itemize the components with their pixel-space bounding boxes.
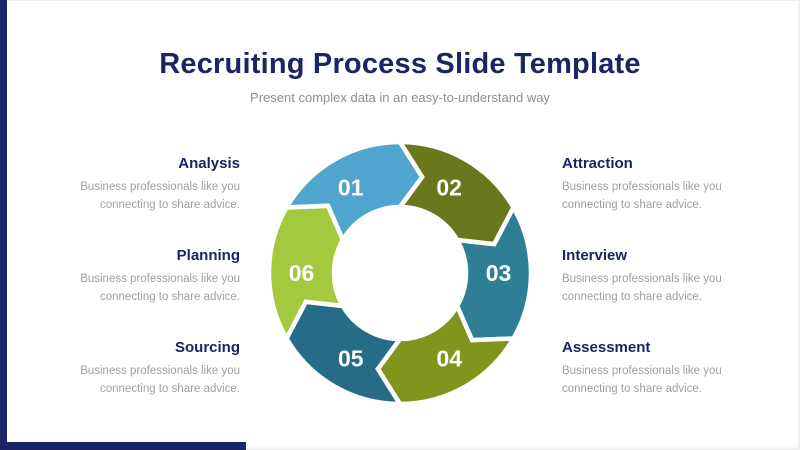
segment-number-01: 01 [338,175,364,201]
item-heading: Planning [176,247,240,264]
item-heading: Attraction [562,155,633,172]
item-body: Business professionals like you connecti… [80,181,240,211]
item-body: Business professionals like you connecti… [80,365,240,395]
process-item-assessment: Assessment Business professionals like y… [562,339,747,431]
process-item-analysis: Analysis Business professionals like you… [55,155,240,247]
right-column: Attraction Business professionals like y… [562,155,747,431]
segment-number-06: 06 [289,260,315,286]
item-heading: Interview [562,247,628,264]
segment-number-05: 05 [338,345,364,371]
process-item-interview: Interview Business professionals like yo… [562,247,747,339]
left-column: Analysis Business professionals like you… [55,155,240,431]
slide-subtitle: Present complex data in an easy-to-under… [250,90,550,105]
slide-title: Recruiting Process Slide Template [159,48,641,80]
item-body: Business professionals like you connecti… [562,273,722,303]
process-item-attraction: Attraction Business professionals like y… [562,155,747,247]
segment-number-02: 02 [436,175,462,201]
process-item-sourcing: Sourcing Business professionals like you… [55,339,240,431]
process-item-planning: Planning Business professionals like you… [55,247,240,339]
item-body: Business professionals like you connecti… [562,365,722,395]
segment-number-04: 04 [437,345,463,371]
segment-number-03: 03 [486,260,512,286]
process-wheel-svg: 01 02 03 04 05 06 [266,139,534,407]
bottom-accent-bar [0,442,246,450]
item-body: Business professionals like you connecti… [80,273,240,303]
item-body: Business professionals like you connecti… [562,181,722,211]
item-heading: Sourcing [174,339,240,356]
item-heading: Analysis [178,155,240,172]
process-segment-06 [266,203,348,344]
item-heading: Assessment [562,339,651,356]
left-accent-bar [0,0,7,450]
